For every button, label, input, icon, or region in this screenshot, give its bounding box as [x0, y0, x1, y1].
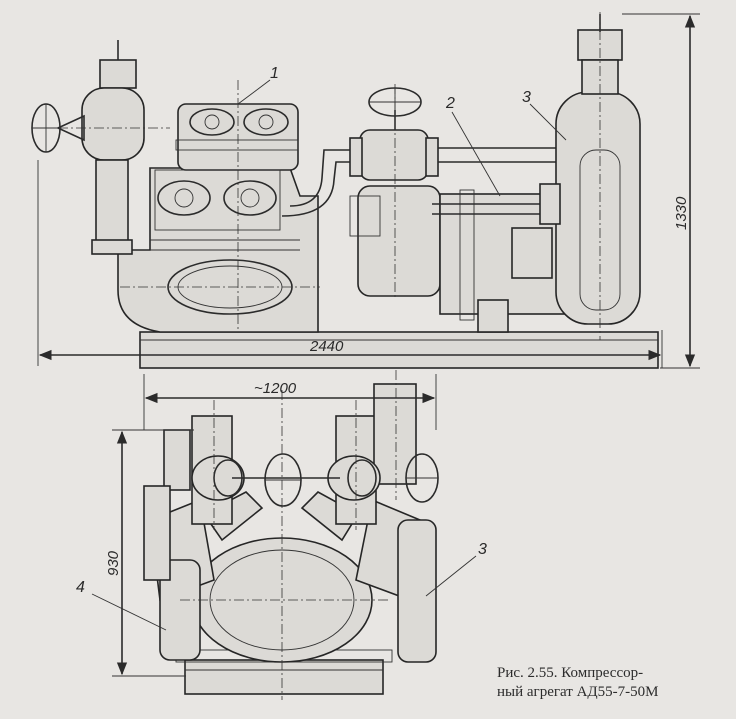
dimension-overall-height: 1330 [622, 13, 700, 369]
stop-valve-body [359, 129, 429, 181]
callout-3: 3 [522, 89, 531, 106]
overall-height-label: 1330 [673, 196, 690, 230]
caption-line-2: ный агрегат АД55-7-50М [497, 684, 659, 700]
side-view [31, 12, 659, 369]
callout-1: 1 [270, 65, 279, 82]
dimension-width: ~1200 [143, 374, 437, 430]
end-view-base [184, 659, 384, 695]
caption-line-1: Рис. 2.55. Компрессор- [497, 665, 644, 681]
callout-4: 4 [76, 579, 85, 596]
width-label: ~1200 [254, 380, 297, 397]
callout-3-end-view: 3 [478, 541, 487, 558]
coupling-housing [357, 185, 441, 297]
end-view-cooler [159, 559, 201, 661]
end-view-receiver [397, 519, 437, 663]
overall-length-label: 2440 [309, 338, 344, 355]
dimension-end-height: 930 [105, 429, 194, 677]
end-height-label: 930 [105, 550, 122, 576]
dimension-overall-length: 2440 [37, 160, 663, 368]
air-receiver [555, 91, 641, 325]
callout-2: 2 [445, 95, 455, 112]
base-frame [139, 331, 659, 369]
figure-caption: Рис. 2.55. Компрессор- ный агрегат АД55-… [497, 664, 729, 702]
end-view [91, 370, 477, 700]
